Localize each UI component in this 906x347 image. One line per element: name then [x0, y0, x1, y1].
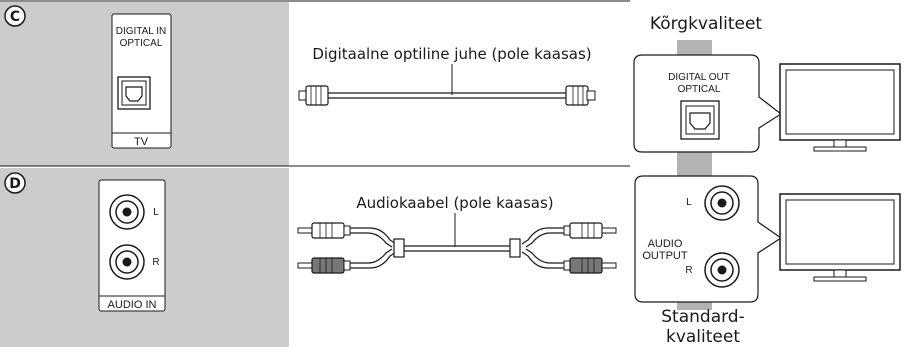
- standard-quality-label-line1: Standard-: [661, 307, 744, 327]
- rca-plug-right-white: [563, 222, 617, 239]
- device-digital-out-label-line2: OPTICAL: [678, 84, 721, 95]
- section-d-badge-letter: D: [9, 176, 21, 192]
- section-c-badge: C: [4, 5, 26, 27]
- device-audio-jack-r: [704, 252, 740, 288]
- tv-audio-jack-l: [109, 194, 145, 230]
- tv-illustration-bottom: [779, 193, 901, 282]
- device-audio-jack-l: [704, 185, 740, 221]
- tv-illustration-top: [779, 63, 901, 152]
- right-device-column: Kõrgkvaliteet DIGITAL OUT OPTICAL L: [633, 14, 901, 347]
- optical-plug-right: [565, 85, 596, 106]
- tv-jack-r-label: R: [152, 257, 159, 268]
- tv-optical-input-plate: DIGITAL IN OPTICAL TV: [111, 13, 172, 149]
- audio-cable: [348, 227, 566, 269]
- device-audio-output-label-line1: AUDIO: [648, 238, 683, 250]
- tv-audio-input-plate: L R AUDIO IN: [98, 179, 166, 312]
- device-digital-out-panel: DIGITAL OUT OPTICAL: [633, 54, 783, 153]
- tv-optical-label-line2: OPTICAL: [120, 38, 163, 49]
- section-c: C DIGITAL IN OPTICAL TV Digitaalne optil…: [0, 0, 630, 167]
- optical-plug-left: [298, 85, 329, 106]
- audio-cable-splitter-left: [393, 238, 405, 258]
- section-d: D L R AUDIO IN Audiokaabel (pole kaasas): [0, 168, 617, 347]
- tv-jack-l-label: L: [153, 207, 159, 218]
- section-c-badge-letter: C: [10, 9, 20, 25]
- rca-plug-right-red: [563, 257, 617, 274]
- rca-plug-left-red: [297, 257, 351, 274]
- tv-optical-port-icon: [117, 76, 151, 110]
- device-jack-r-label: R: [685, 265, 692, 276]
- high-quality-label: Kõrgkvaliteet: [650, 14, 763, 34]
- tv-audio-footer-label: AUDIO IN: [108, 299, 157, 311]
- device-jack-l-label: L: [686, 197, 692, 208]
- standard-quality-label-line2: kvaliteet: [666, 327, 740, 347]
- tv-footer-label: TV: [134, 136, 149, 148]
- optical-cable-caption: Digitaalne optiline juhe (pole kaasas): [312, 45, 591, 63]
- tv-audio-jack-r: [109, 244, 145, 280]
- device-digital-out-label-line1: DIGITAL OUT: [668, 72, 730, 83]
- tv-optical-label-line1: DIGITAL IN: [116, 26, 167, 37]
- device-optical-port-icon: [680, 100, 720, 140]
- device-audio-output-label-line2: OUTPUT: [642, 250, 688, 262]
- audio-cable-caption: Audiokaabel (pole kaasas): [356, 194, 553, 212]
- optical-cable: [298, 85, 596, 106]
- device-audio-output-panel: L AUDIO OUTPUT R: [634, 175, 783, 303]
- audio-cable-splitter-right: [509, 238, 521, 258]
- rca-plug-left-white: [297, 222, 351, 239]
- section-d-badge: D: [4, 172, 26, 194]
